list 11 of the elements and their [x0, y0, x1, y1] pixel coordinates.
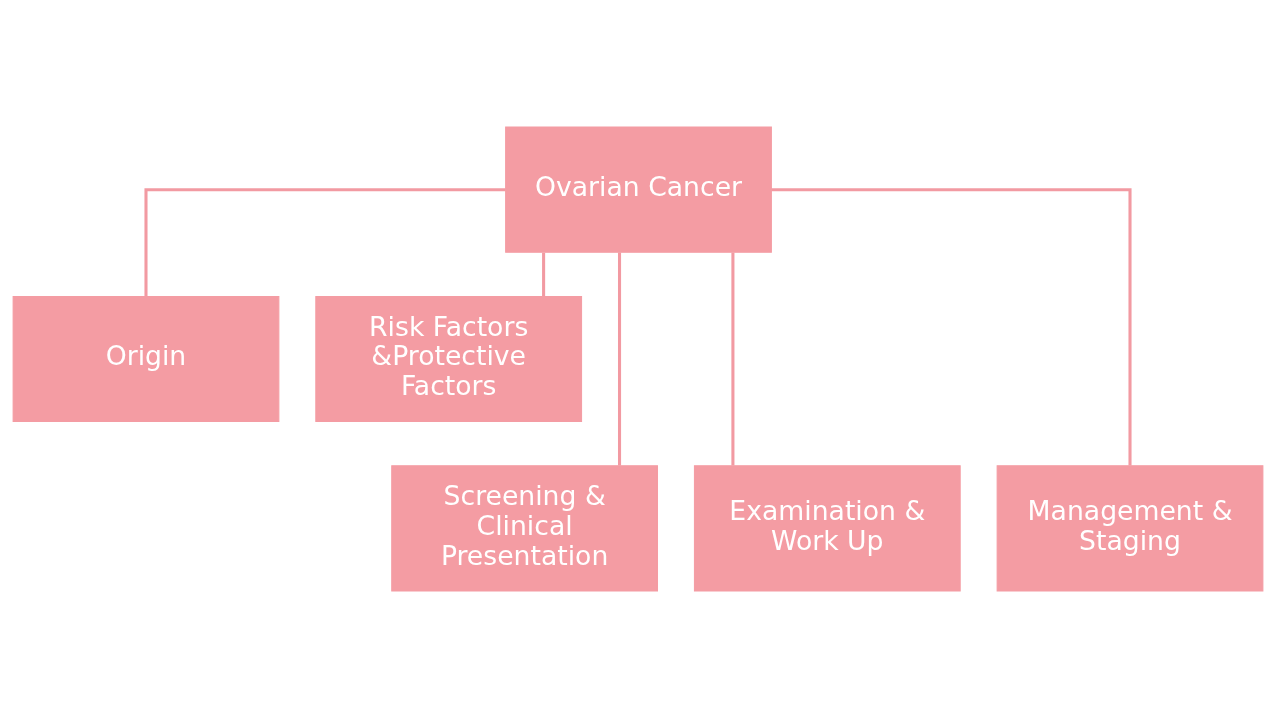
connector — [771, 187, 1132, 465]
connector — [618, 252, 622, 465]
connector — [144, 187, 506, 296]
node-box: Examination & Work Up — [693, 464, 961, 591]
node-box: Management & Staging — [996, 464, 1264, 591]
connector — [542, 252, 546, 296]
node-box: Screening & Clinical Presentation — [391, 464, 658, 591]
connector — [731, 252, 735, 465]
node-box: Origin — [12, 295, 280, 422]
node-box: Risk Factors &Protective Factors — [315, 295, 583, 422]
node-box: Ovarian Cancer — [505, 126, 772, 253]
